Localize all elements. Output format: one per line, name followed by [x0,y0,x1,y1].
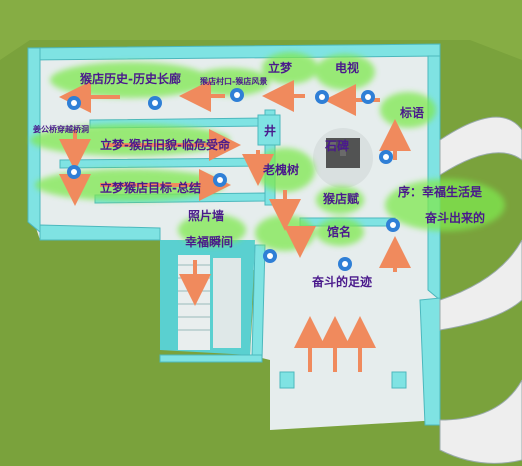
staircase-icon [178,255,241,350]
label-happy-lane: 幸福瞬间 [185,235,234,249]
label-jiang-gong-bridge: 姜公桥穿越桥洞 [33,125,89,134]
label-tv: 电视 [335,61,360,75]
footprint-icon [386,218,400,232]
label-shop-history: 猴店历史-历史长廊 [80,72,181,86]
footprint-icon [213,173,227,187]
label-footprints: 奋斗的足迹 [312,275,373,289]
label-slogan: 标语 [400,106,425,120]
label-shop-plaque: 猴店赋 [323,192,360,206]
stone-tablet-icon [313,128,373,188]
footprint-icon [263,249,277,263]
footprint-icon [361,90,375,104]
footprint-icon [148,96,162,110]
ground-top [0,0,522,60]
label-preface-1: 序：幸福生活是 [398,185,483,199]
footprint-icon [230,88,244,102]
footprint-icon [67,165,81,179]
curved-structure-lower [439,379,522,464]
label-limeng-goal: 立梦猴店目标-总结 [100,181,201,195]
label-stone-tablet: 石碑 [325,139,350,153]
label-limeng-old: 立梦-猴店旧貌-临危受命 [100,138,230,152]
well-block [257,114,281,146]
label-old-tree: 老槐树 [263,163,300,177]
footprint-markers [67,88,400,271]
label-well: 井 [264,124,277,138]
label-limeng-top: 立梦 [268,61,293,75]
curved-structure-upper [439,116,522,176]
footprint-icon [67,96,81,110]
label-hall-name: 馆名 [327,225,352,239]
footprint-icon [338,257,352,271]
label-photo-wall: 照片墙 [188,209,225,223]
footprint-icon [315,90,329,104]
label-preface-2: 奋斗出来的 [425,211,486,225]
footprint-icon [379,150,393,164]
label-village-scene: 猴店村口-猴店风景 [200,77,268,86]
curved-structure-mid [439,239,522,331]
